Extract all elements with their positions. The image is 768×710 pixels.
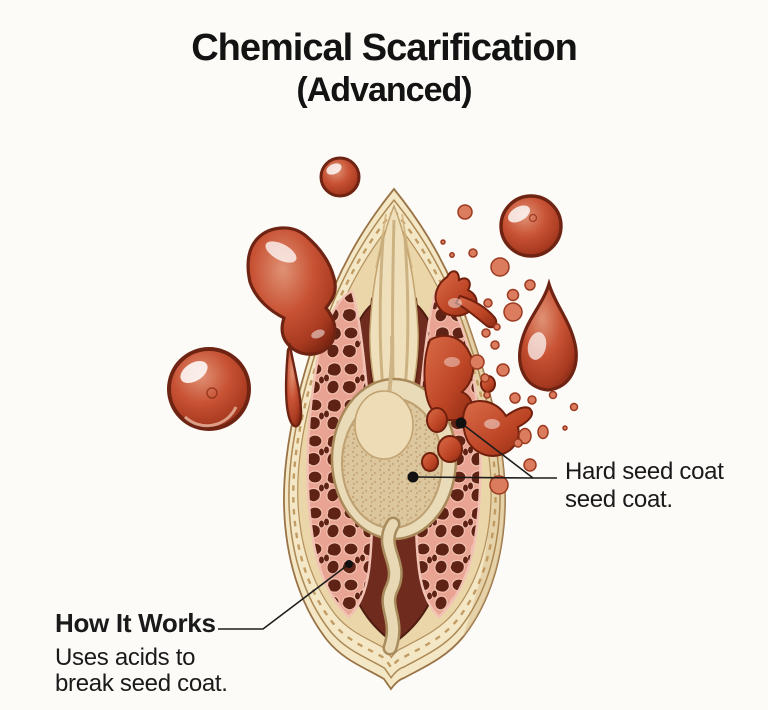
acid-bubbles xyxy=(440,204,579,495)
how-it-works-line2: break seed coat. xyxy=(55,670,228,697)
leader-hard-seed-coat-lower xyxy=(412,476,534,479)
embryo-bulb xyxy=(354,390,414,460)
page-title: Chemical Scarification (Advanced) xyxy=(0,26,768,110)
coat-dashed-texture xyxy=(292,208,497,670)
splash-blob xyxy=(437,435,463,463)
leader-dot xyxy=(407,471,419,483)
callout-how-it-works: How It Works Uses acids to break seed co… xyxy=(55,608,228,697)
droplet-round-right xyxy=(499,194,563,258)
droplet-drip xyxy=(284,342,303,428)
leader-how-it-works xyxy=(218,563,350,630)
droplet-top xyxy=(319,156,361,198)
droplet-round-left xyxy=(167,347,251,431)
callout-hard-seed-coat: Hard seed coat seed coat. xyxy=(565,458,724,514)
leader-dot xyxy=(345,560,353,568)
how-it-works-line1: Uses acids to xyxy=(55,644,196,671)
hard-seed-coat-line1: Hard seed coat xyxy=(565,458,724,485)
how-it-works-heading: How It Works xyxy=(55,608,216,638)
acid-splash xyxy=(421,270,533,472)
radicle-stalk xyxy=(383,519,401,653)
acid-droplets xyxy=(167,156,578,431)
droplet-bean-left xyxy=(246,226,337,428)
seed-cross-section xyxy=(283,187,506,691)
leader-dot xyxy=(455,417,467,429)
embryo xyxy=(330,335,458,656)
splash-blob xyxy=(426,407,448,433)
embryo-suspensor xyxy=(387,335,395,397)
title-line1: Chemical Scarification xyxy=(191,27,578,69)
leader-lines xyxy=(218,417,557,630)
title-line2: (Advanced) xyxy=(296,71,472,109)
splash-blob xyxy=(421,452,439,472)
splash-lower-blob xyxy=(462,400,533,457)
hard-seed-coat-line2: seed coat. xyxy=(565,486,673,513)
droplet-teardrop-right xyxy=(518,278,578,392)
